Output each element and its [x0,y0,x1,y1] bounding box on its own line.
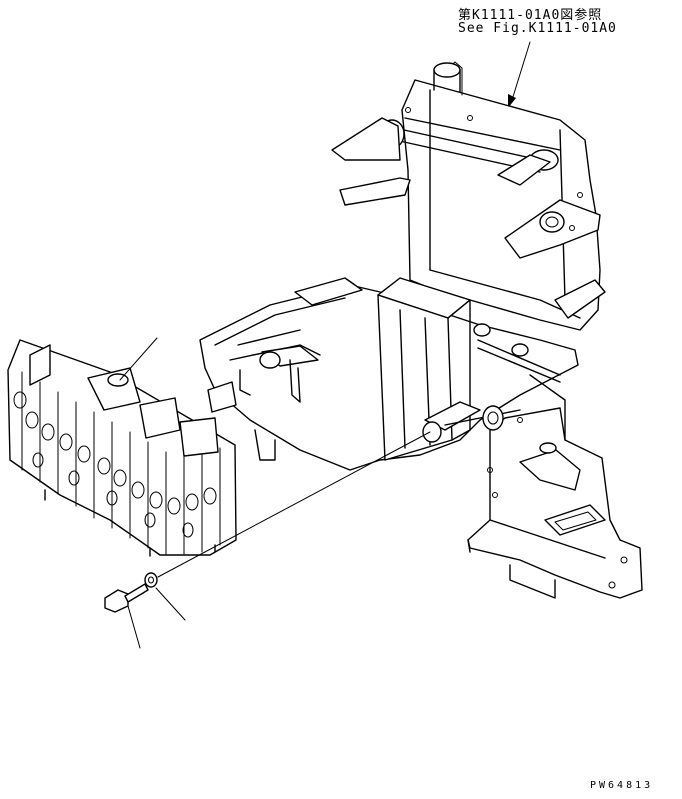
floor-plate [199,277,579,471]
reference-label-jp: 第K1111-01A0図参照 [458,8,603,23]
washer-leader-line [155,587,186,621]
assembly-line [157,431,431,578]
lower-right-bracket [422,374,643,599]
valve-leader-line [119,337,158,381]
washer [144,572,158,588]
bolt-leader-line [127,605,141,649]
drawing-number: PW64813 [590,780,654,791]
reference-label-en: See Fig.K1111-01A0 [458,21,617,36]
upper-frame [331,61,606,331]
bolt [104,583,149,613]
control-valve [7,339,237,557]
reference-leader-arrow [508,41,531,108]
